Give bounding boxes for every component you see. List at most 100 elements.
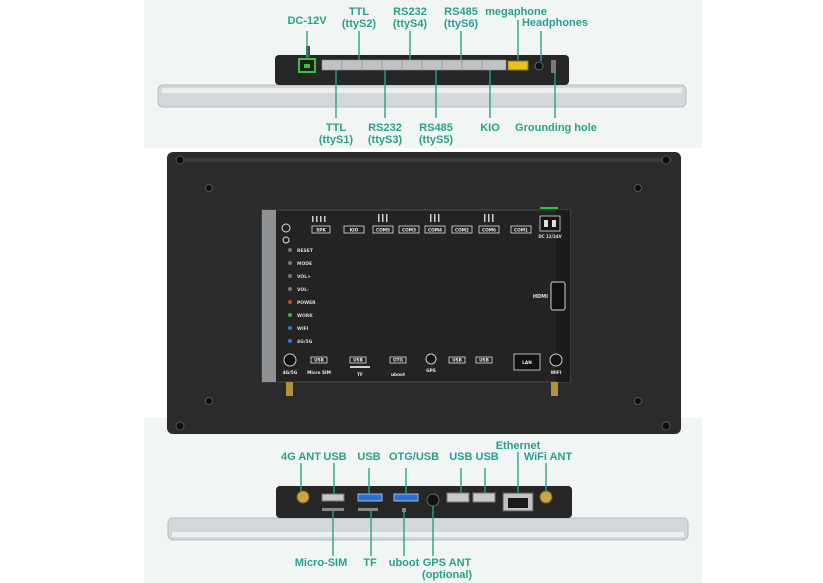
back-panel: RESET MODE VOL+ VOL- POWER WORK WIFI 4G/… bbox=[167, 152, 681, 434]
tf-callout: TF bbox=[363, 557, 377, 569]
wifi-ant-callout: WiFi ANT bbox=[523, 451, 573, 463]
b-usb1-label: USB bbox=[314, 358, 324, 364]
megaphone-port bbox=[507, 60, 529, 71]
rs485-ttys6-port bbox=[441, 59, 463, 71]
usb-silk-box-1 bbox=[310, 356, 328, 364]
4g-antenna-stub bbox=[286, 382, 293, 396]
gps-ant-callout: GPS ANT (optional) bbox=[414, 557, 480, 581]
otg-silk-box bbox=[389, 356, 407, 364]
usb-callout-2: USB bbox=[357, 451, 381, 463]
headphones-callout: Headphones bbox=[521, 17, 588, 29]
ttl-ttys1-callout: TTL (ttyS1) bbox=[312, 122, 360, 146]
rs232-ttys3-port bbox=[361, 59, 383, 71]
com4-label: COM4 bbox=[428, 228, 442, 234]
b-uboot-label: uboot bbox=[391, 372, 405, 378]
power-label: POWER bbox=[297, 300, 316, 306]
usb3-port-1 bbox=[357, 493, 383, 502]
rs485-ttys5-port-id: (ttyS5) bbox=[418, 134, 454, 146]
wifi-antenna-stub bbox=[551, 382, 558, 396]
vol-up-label: VOL+ bbox=[297, 274, 311, 280]
b-usb4-label: USB bbox=[479, 358, 489, 364]
rs232-ttys3-title: RS232 bbox=[368, 122, 402, 134]
usb-port-2 bbox=[446, 492, 470, 503]
uboot-button bbox=[402, 508, 406, 512]
rs485-ttys5-callout: RS485 (ttyS5) bbox=[412, 122, 460, 146]
4g-ant-connector bbox=[296, 490, 310, 504]
wifi-led-label: WIFI bbox=[297, 326, 309, 332]
gps-ant-connector bbox=[426, 493, 440, 507]
ttl-ttys2-port-id: (ttyS2) bbox=[341, 18, 377, 30]
usb-silk-box-3 bbox=[448, 356, 466, 364]
micro-sim-slot bbox=[322, 508, 344, 511]
rs485-ttys5-title: RS485 bbox=[419, 122, 453, 134]
rs232-ttys4-callout: RS232 (ttyS4) bbox=[386, 6, 434, 30]
top-edge-view bbox=[157, 20, 687, 118]
b-usb3-label: USB bbox=[452, 358, 462, 364]
com6-label: COM6 bbox=[482, 228, 496, 234]
usb-port-1 bbox=[321, 493, 345, 502]
usb-callout-1: USB bbox=[323, 451, 347, 463]
wifi-antenna-mount bbox=[549, 353, 563, 367]
tf-slot bbox=[358, 508, 378, 511]
kio-port bbox=[481, 59, 507, 71]
usb-usb-callout: USB USB bbox=[449, 451, 499, 463]
ttl-ttys1-port-id: (ttyS1) bbox=[318, 134, 354, 146]
hdmi-label: HDMI bbox=[533, 294, 548, 300]
gps-ant-title: GPS ANT bbox=[422, 557, 472, 569]
rs232-ttys4-title: RS232 bbox=[393, 6, 427, 18]
kio-silk-label: KIO bbox=[350, 228, 359, 234]
b-lan-label: LAN bbox=[522, 360, 532, 366]
4g5g-led-label: 4G/5G bbox=[297, 339, 313, 345]
com1-label: COM1 bbox=[514, 228, 528, 234]
b-tf-label: TF bbox=[357, 372, 363, 378]
b-wifi-label: WIFI bbox=[551, 370, 562, 376]
rs232-ttys4-port bbox=[381, 59, 403, 71]
ethernet-callout: Ethernet bbox=[495, 440, 541, 452]
uboot-callout: uboot bbox=[388, 557, 420, 569]
ttl-ttys2-title: TTL bbox=[348, 6, 370, 18]
rs485-port-unlabeled bbox=[461, 59, 483, 71]
rs485-ttys6-callout: RS485 (ttyS6) bbox=[437, 6, 485, 30]
b-4g5g-label: 4G/5G bbox=[283, 370, 298, 376]
hdmi-port bbox=[550, 281, 566, 311]
dc12v-callout: DC-12V bbox=[287, 15, 327, 27]
com3-label: COM3 bbox=[402, 228, 416, 234]
b-microsim-label: Micro SIM bbox=[307, 370, 331, 376]
grounding-hole bbox=[551, 60, 556, 73]
b-usb2-label: USB bbox=[353, 358, 363, 364]
kio-callout: KIO bbox=[480, 122, 500, 134]
spk-label: SPK bbox=[316, 228, 326, 234]
mode-label: MODE bbox=[297, 261, 312, 267]
com2-label: COM2 bbox=[455, 228, 469, 234]
ttl-ttys2-port bbox=[341, 59, 363, 71]
ttl-ttys1-title: TTL bbox=[325, 122, 347, 134]
otg-usb-port bbox=[393, 493, 419, 502]
bottom-connector-housing bbox=[276, 486, 572, 518]
ground-icon bbox=[281, 223, 291, 233]
ttl-ttys2-callout: TTL (ttyS2) bbox=[336, 6, 382, 30]
gps-antenna-mount bbox=[425, 353, 437, 365]
wifi-ant-connector bbox=[539, 490, 553, 504]
rs232-port-unlabeled bbox=[401, 59, 423, 71]
headphone-icon bbox=[282, 236, 290, 244]
headphones-jack bbox=[534, 61, 544, 71]
grounding-hole-callout: Grounding hole bbox=[515, 122, 597, 134]
com5-label: COM5 bbox=[376, 228, 390, 234]
micro-sim-callout: Micro-SIM bbox=[294, 557, 348, 569]
dc-connector bbox=[539, 215, 561, 232]
reset-label: RESET bbox=[297, 248, 314, 254]
work-label: WORK bbox=[297, 313, 313, 319]
rs232-ttys3-callout: RS232 (ttyS3) bbox=[361, 122, 409, 146]
rs485-ttys5-port bbox=[421, 59, 443, 71]
ttl-ttys1-port bbox=[321, 59, 343, 71]
megaphone-callout: megaphone bbox=[485, 6, 547, 18]
rs232-ttys4-port-id: (ttyS4) bbox=[392, 18, 428, 30]
b-otg-label: OTG bbox=[393, 358, 404, 364]
vol-down-label: VOL- bbox=[297, 287, 309, 293]
rs485-ttys6-title: RS485 bbox=[444, 6, 478, 18]
usb-port-3 bbox=[472, 492, 496, 503]
side-strip bbox=[262, 210, 276, 382]
rs485-ttys6-port-id: (ttyS6) bbox=[443, 18, 479, 30]
